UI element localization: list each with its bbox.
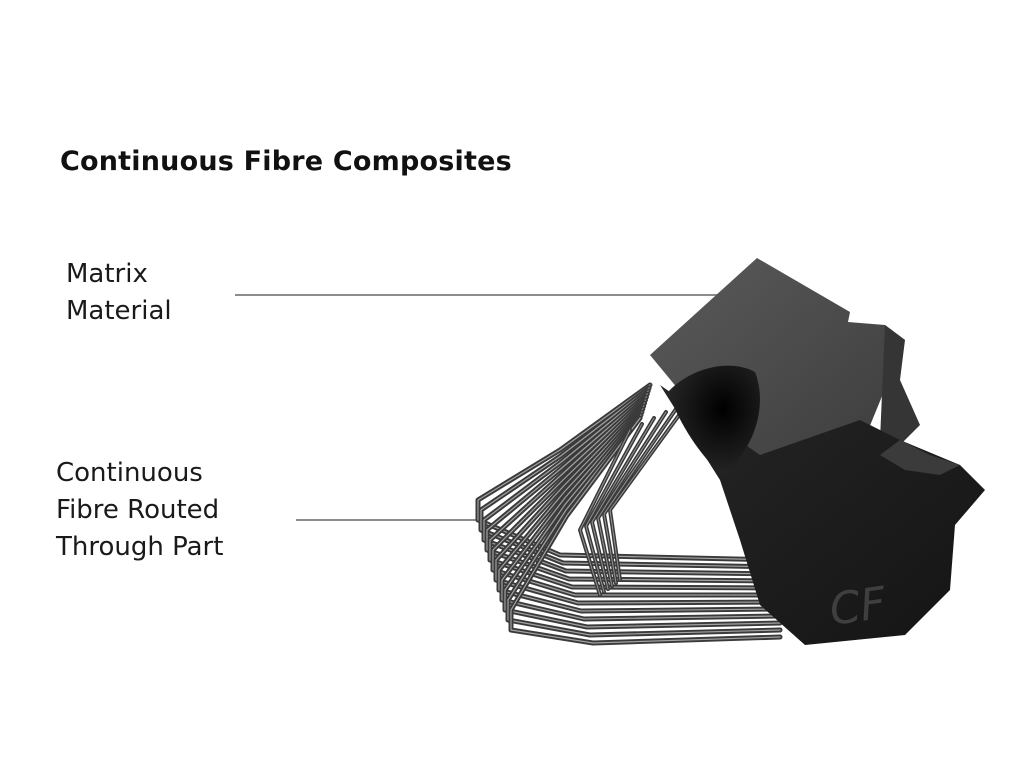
fibre-strand-highlight: [483, 390, 781, 575]
matrix-material-label: Matrix Material: [66, 256, 172, 330]
fibre-bundle: [475, 382, 783, 646]
label-line: Through Part: [56, 532, 224, 562]
fibre-strand-highlight: [501, 408, 781, 620]
fibre-strand-highlight: [498, 405, 781, 612]
fibre-strand-highlight: [609, 399, 691, 581]
label-line: Continuous: [56, 458, 203, 488]
fibre-strand-highlight: [510, 417, 781, 644]
fibre-strand-highlight: [603, 405, 679, 584]
fibre-strand-highlight: [597, 411, 667, 587]
matrix-block: [650, 258, 985, 645]
fibre-strand-highlight: [591, 417, 655, 590]
label-line: Fibre Routed: [56, 495, 220, 525]
fibre-strand-highlight: [480, 387, 781, 568]
block-side-face: [880, 325, 920, 445]
block-hollow: [668, 365, 760, 475]
fibre-strand-highlight: [585, 423, 643, 593]
fibre-strand-highlight: [492, 399, 781, 596]
fibre-strand-highlight: [495, 402, 781, 604]
fibre-strand-highlight: [579, 429, 631, 596]
block-notch: [880, 440, 960, 475]
fibre-strand-highlight: [504, 411, 781, 628]
fibre-strand-highlight: [477, 384, 781, 561]
fibre-strand-highlight: [507, 414, 781, 636]
label-line: Matrix: [66, 259, 148, 289]
watermark-text: CF: [826, 577, 889, 635]
diagram-title: Continuous Fibre Composites: [60, 146, 512, 177]
label-line: Material: [66, 296, 172, 326]
continuous-fibre-label: Continuous Fibre Routed Through Part: [56, 455, 223, 566]
